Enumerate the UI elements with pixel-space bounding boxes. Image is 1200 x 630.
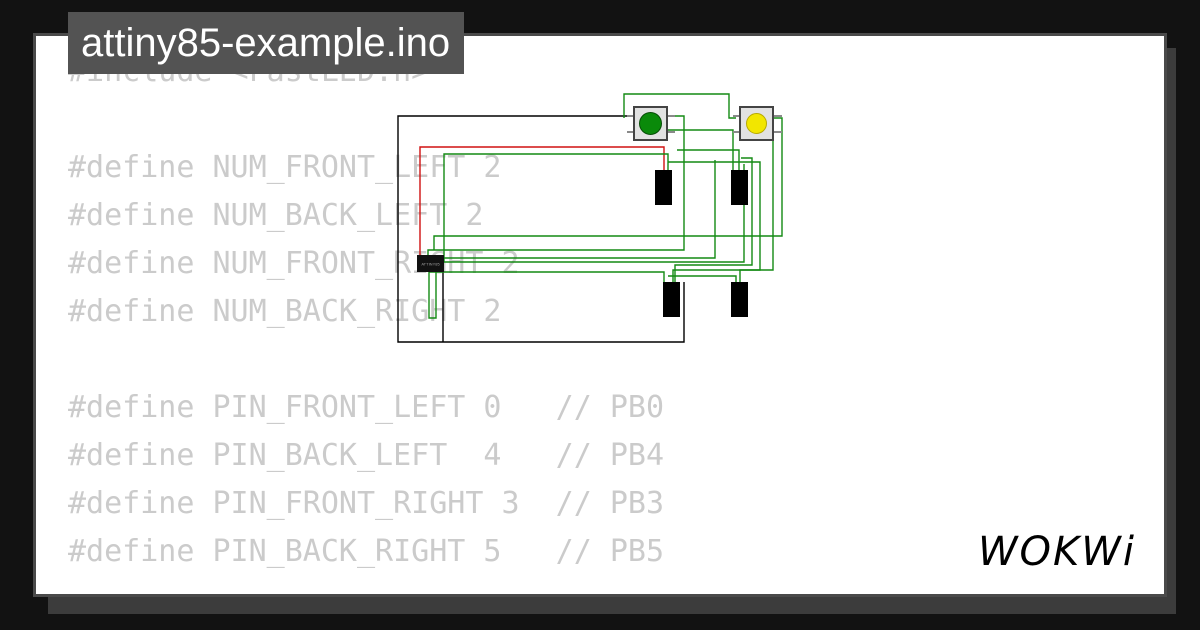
code-line: #define PIN_BACK_LEFT 4 // PB4 <box>68 438 665 473</box>
code-line: #define NUM_BACK_LEFT 2 <box>68 198 484 233</box>
code-line: #define PIN_FRONT_LEFT 0 // PB0 <box>68 390 665 425</box>
code-line: #define PIN_FRONT_RIGHT 3 // PB3 <box>68 486 665 521</box>
code-line: #define PIN_BACK_RIGHT 5 // PB5 <box>68 534 665 569</box>
project-title: attiny85-example.ino <box>68 12 465 74</box>
code-preview: #include <FastLED.h> #define NUM_FRONT_L… <box>68 48 664 576</box>
code-line: #define NUM_BACK_RIGHT 2 <box>68 294 502 329</box>
code-line: #define NUM_FRONT_LEFT 2 <box>68 150 502 185</box>
wokwi-logo: WOKWi <box>978 529 1136 575</box>
code-line <box>68 96 664 144</box>
code-line <box>68 336 664 384</box>
preview-card: #include <FastLED.h> #define NUM_FRONT_L… <box>33 33 1167 597</box>
code-line: #define NUM_FRONT_RIGHT 2 <box>68 246 520 281</box>
